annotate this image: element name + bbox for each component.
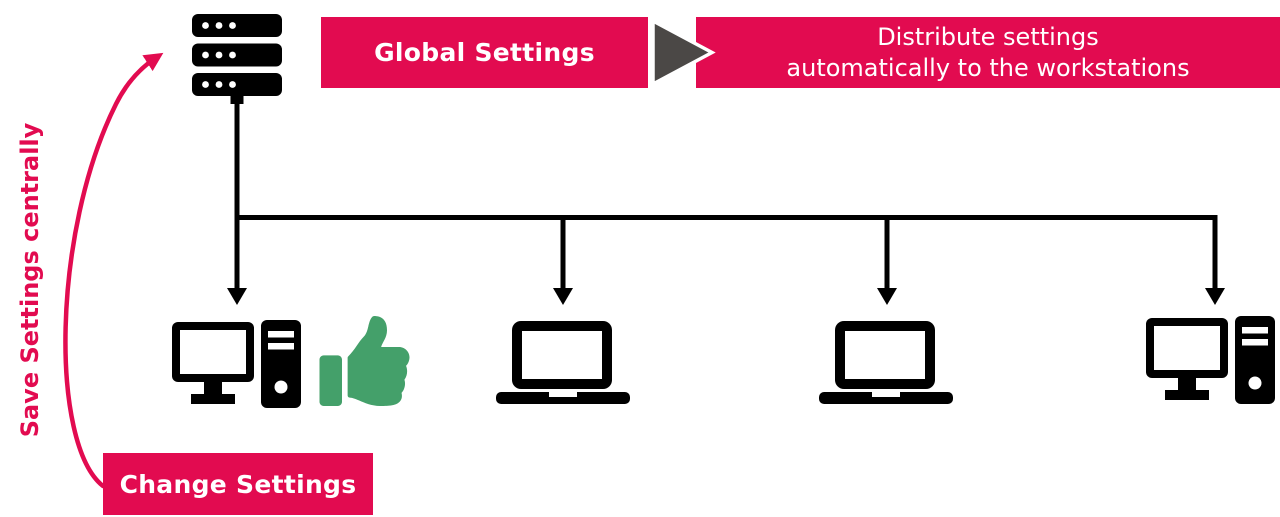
desktop-pc-icon — [172, 320, 303, 414]
distribute-line2: automatically to the workstations — [786, 53, 1190, 82]
distribute-settings-box: Distribute settings automatically to the… — [696, 17, 1280, 88]
down-arrowheads — [227, 288, 1225, 305]
save-settings-centrally-label: Save Settings centrally — [16, 122, 44, 438]
laptop-icon — [496, 321, 630, 408]
thumbs-up-icon — [318, 316, 411, 410]
laptop-icon — [819, 321, 953, 408]
desktop-pc-icon — [1146, 316, 1277, 410]
global-settings-label: Global Settings — [374, 38, 595, 67]
change-settings-box: Change Settings — [103, 453, 373, 515]
distribution-lines — [234, 103, 1218, 290]
global-settings-box: Global Settings — [321, 17, 648, 88]
feedback-curve-arrow — [63, 52, 164, 489]
server-rack-icon — [192, 14, 282, 104]
change-settings-label: Change Settings — [119, 469, 357, 499]
distribute-line1: Distribute settings — [877, 22, 1099, 51]
